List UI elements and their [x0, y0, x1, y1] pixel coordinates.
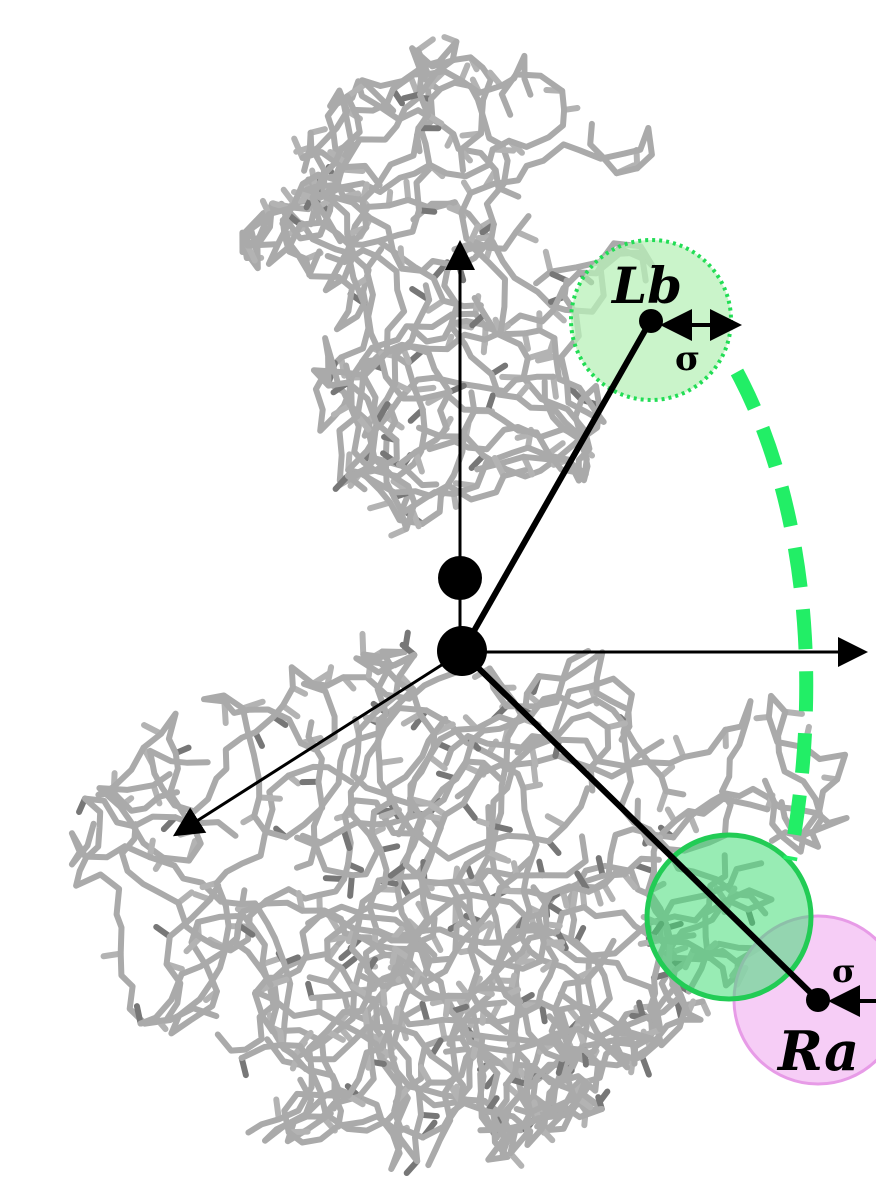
vector-to-receptor-site [462, 652, 818, 1000]
side-chain-stick [380, 760, 401, 763]
side-chain-stick [294, 139, 302, 158]
backbone-chain [98, 714, 200, 861]
side-chain-stick [350, 875, 352, 896]
side-chain-stick [362, 634, 363, 655]
sigma-receptor-label: σ [832, 952, 856, 990]
ligand-center-point [438, 556, 482, 600]
docking-path [737, 372, 806, 860]
sigma-ligand-label: σ [675, 339, 700, 379]
receptor-site-point [806, 988, 830, 1012]
backbone-chain [76, 799, 235, 1024]
receptor-center-point [437, 626, 487, 676]
side-chain-stick [553, 377, 556, 397]
backbone-chain [765, 696, 845, 852]
ligand-site-label: Lb [610, 256, 682, 315]
receptor-site-label: Ra [776, 1019, 859, 1083]
side-chain-stick [259, 797, 280, 798]
side-chain-stick [546, 252, 551, 272]
side-chain-stick [676, 738, 684, 757]
side-chain-stick [516, 232, 535, 241]
